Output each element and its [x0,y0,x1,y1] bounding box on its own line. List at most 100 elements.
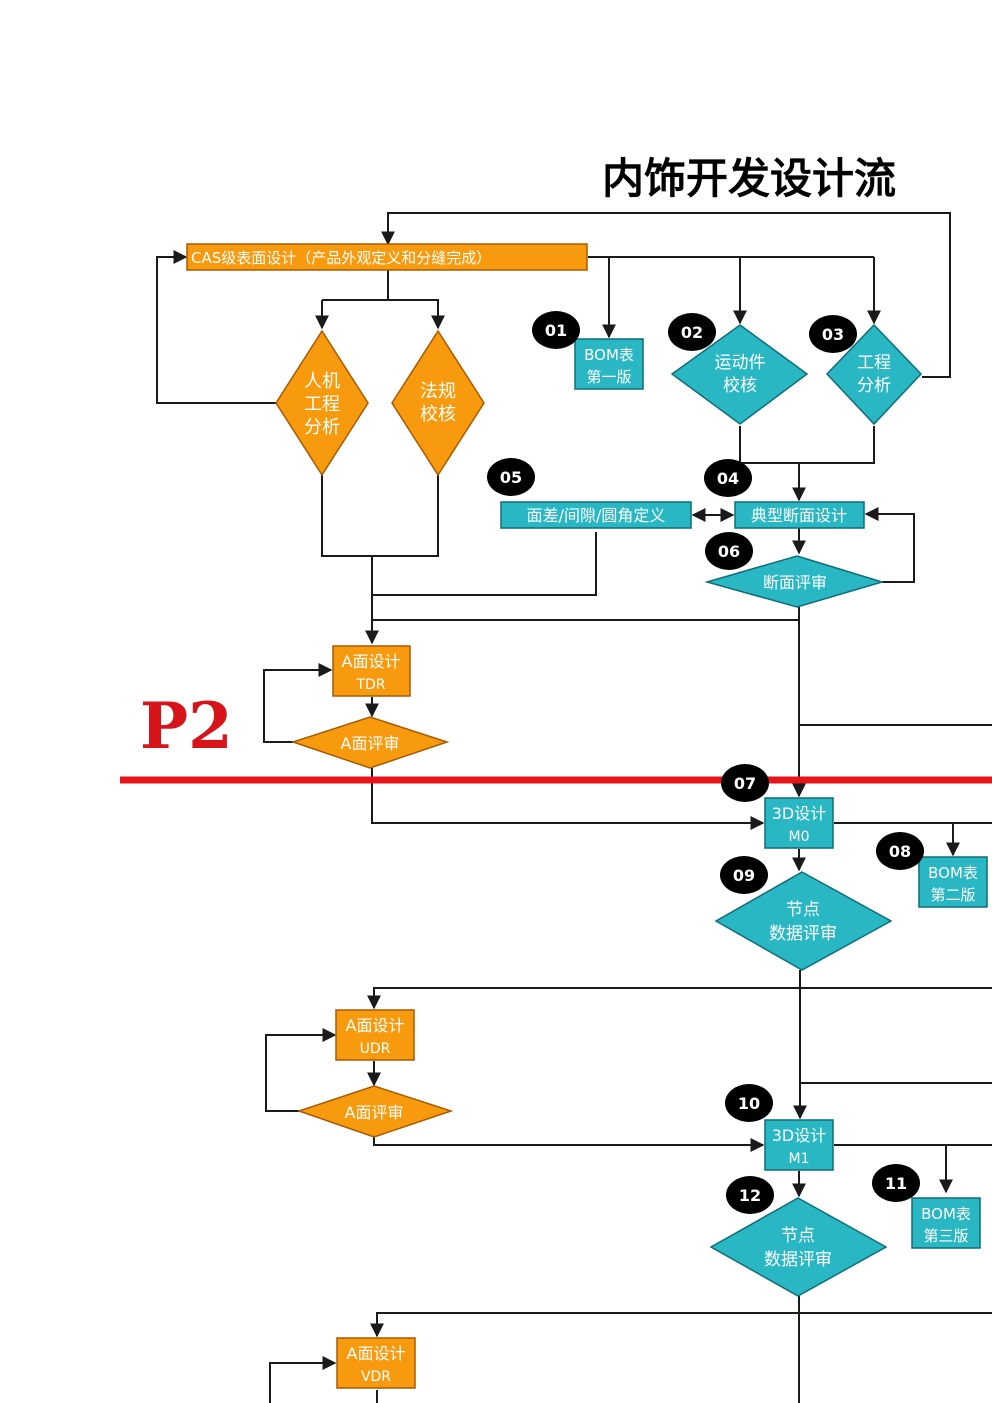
connector-ergonomics-loop [156,250,276,404]
bom2-label-1: BOM表 [928,864,978,882]
regulation-label-2: 校核 [420,404,456,425]
a-tdr-label-2: TDR [355,677,385,693]
node-review-1-diamond[interactable]: 节点 数据评审 [714,871,893,971]
badge-08: 08 [876,832,924,870]
connector-review1-loop [263,663,333,743]
connector-bus-vdr [370,1312,992,1338]
connector-engineering-down [799,426,875,464]
svg-text:12: 12 [739,1186,761,1205]
kinematics-diamond[interactable]: 运动件 校核 [670,324,809,425]
badge-09: 09 [720,856,768,894]
connector-review-to-tdr [372,607,800,621]
badge-05: 05 [487,458,535,496]
m1-label-2: M1 [789,1151,810,1167]
connector-review-loop [864,507,915,583]
connector-gap-down [372,532,597,596]
connector-review2-loop [265,1028,337,1112]
title-clip: 内饰开发设计流 [602,154,896,203]
node-review-1-label-1: 节点 [786,900,820,920]
bom2-label-2: 第二版 [930,886,975,904]
design-m0-box[interactable]: 3D设计 M0 [764,797,834,849]
badge-02: 02 [668,313,716,351]
regulation-label-1: 法规 [420,381,456,402]
engineering-label-2: 分析 [857,376,891,396]
connector-review1-to-m0 [371,768,765,830]
gap-definition-box[interactable]: 面差/间隙/圆角定义 [500,501,692,529]
svg-text:09: 09 [733,866,755,885]
a-design-vdr-box[interactable]: A面设计 VDR [336,1337,416,1389]
bom3-label-2: 第三版 [923,1227,968,1245]
bom-v2-box[interactable]: BOM表 第二版 [918,856,988,908]
section-review-label: 断面评审 [763,573,827,592]
a-design-udr-box[interactable]: A面设计 UDR [335,1009,415,1061]
m1-label-1: 3D设计 [772,1126,827,1145]
cas-label: CAS级表面设计（产品外观定义和分缝完成） [191,249,491,267]
node-review-2-diamond[interactable]: 节点 数据评审 [709,1197,888,1297]
badge-12: 12 [726,1176,774,1214]
engineering-diamond[interactable]: 工程 分析 [825,323,923,426]
svg-text:03: 03 [822,325,844,344]
connector-vdr-loop [269,1356,337,1403]
a-design-tdr-box[interactable]: A面设计 TDR [332,645,411,697]
a-udr-label-2: UDR [360,1041,391,1057]
node-review-2-label-1: 节点 [781,1226,815,1246]
svg-text:11: 11 [885,1174,907,1193]
badge-10: 10 [725,1084,773,1122]
a-review-2-diamond[interactable]: A面评审 [296,1085,454,1138]
design-m1-box[interactable]: 3D设计 M1 [764,1119,834,1171]
connectors [156,212,992,1403]
a-udr-label-1: A面设计 [346,1016,405,1035]
connector-bus-udr [367,987,992,1010]
svg-text:10: 10 [738,1094,760,1113]
bom-v3-box[interactable]: BOM表 第三版 [911,1197,981,1249]
ergonomics-label-1: 人机 [304,371,340,392]
badge-03: 03 [809,315,857,353]
ergonomics-diamond[interactable]: 人机 工程 分析 [275,329,369,477]
m0-label-2: M0 [789,829,810,845]
cas-box[interactable]: CAS级表面设计（产品外观定义和分缝完成） [186,243,588,271]
engineering-label-1: 工程 [857,353,891,373]
badge-06: 06 [705,532,753,570]
phase-label: P2 [140,689,233,764]
a-review-1-diamond[interactable]: A面评审 [290,716,450,769]
ergonomics-label-3: 分析 [304,417,340,438]
bom-v1-box[interactable]: BOM表 第一版 [574,338,644,390]
badge-04: 04 [704,459,752,497]
a-vdr-label-1: A面设计 [347,1344,406,1363]
a-review-2-label: A面评审 [345,1103,404,1122]
badge-07: 07 [721,764,769,802]
badge-11: 11 [872,1164,920,1202]
bom1-label-2: 第一版 [586,368,631,386]
gap-label: 面差/间隙/圆角定义 [527,506,666,525]
a-review-1-label: A面评审 [341,734,400,753]
section-review-diamond[interactable]: 断面评审 [704,555,885,608]
svg-text:02: 02 [681,323,703,342]
a-tdr-label-1: A面设计 [342,652,401,671]
bom1-label-1: BOM表 [584,346,634,364]
svg-text:08: 08 [889,842,911,861]
svg-text:04: 04 [717,469,739,488]
ergonomics-label-2: 工程 [304,394,340,415]
kinematics-label-2: 校核 [723,376,757,396]
node-review-1-label-2: 数据评审 [769,924,837,944]
section-design-box[interactable]: 典型断面设计 [734,501,865,529]
a-vdr-label-2: VDR [361,1369,391,1385]
connector-review2-to-m1 [373,1137,765,1152]
svg-text:07: 07 [734,774,756,793]
node-review-2-label-2: 数据评审 [764,1250,832,1270]
svg-text:06: 06 [718,542,740,561]
connector-engineering-to-cas [381,212,951,378]
badge-01: 01 [532,311,580,349]
regulation-diamond[interactable]: 法规 校核 [391,329,485,477]
svg-text:01: 01 [545,321,567,340]
connector-kinematics-down [739,426,799,464]
svg-text:05: 05 [500,468,522,487]
kinematics-label-1: 运动件 [715,353,766,373]
section-label: 典型断面设计 [751,506,847,525]
bom3-label-1: BOM表 [921,1205,971,1223]
page-title: 内饰开发设计流 [602,154,896,203]
connector-ergonomics-down [321,472,439,557]
m0-label-1: 3D设计 [772,804,827,823]
connector-split-regulation [322,299,445,330]
